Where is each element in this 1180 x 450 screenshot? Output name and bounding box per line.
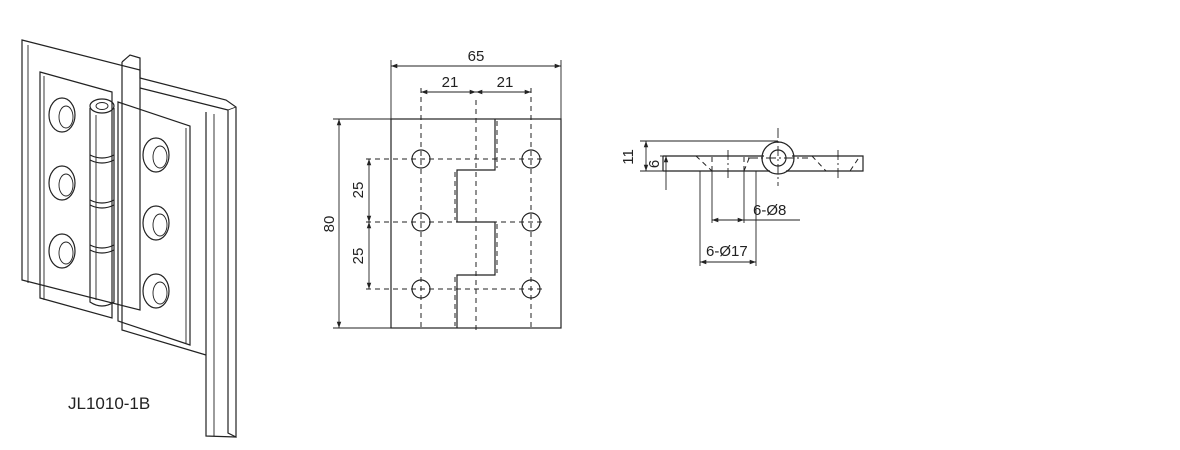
dim-hole-pitch-upper: 25 <box>350 182 367 199</box>
dim-overall-thickness: 11 <box>620 149 637 165</box>
hinge-front-view <box>366 88 562 330</box>
hinge-isometric-view <box>21 39 237 438</box>
dim-overall-width: 65 <box>468 48 485 65</box>
dim-hole-offset-right: 21 <box>497 74 514 91</box>
dim-hole-pitch-lower: 25 <box>350 248 367 265</box>
front-view-dimensions: 65 21 21 80 25 25 <box>321 48 562 329</box>
dim-counterbore-diameter: 6-Ø17 <box>706 243 748 260</box>
dim-overall-height: 80 <box>321 216 338 233</box>
dim-hole-diameter: 6-Ø8 <box>753 202 786 219</box>
dim-hole-offset-left: 21 <box>442 74 459 91</box>
model-number-label: JL1010-1B <box>68 394 151 413</box>
side-view-dimensions: 11 6 6-Ø8 6-Ø17 <box>620 140 800 266</box>
dim-leaf-thickness: 6 <box>646 160 663 168</box>
hinge-side-view <box>662 128 864 186</box>
